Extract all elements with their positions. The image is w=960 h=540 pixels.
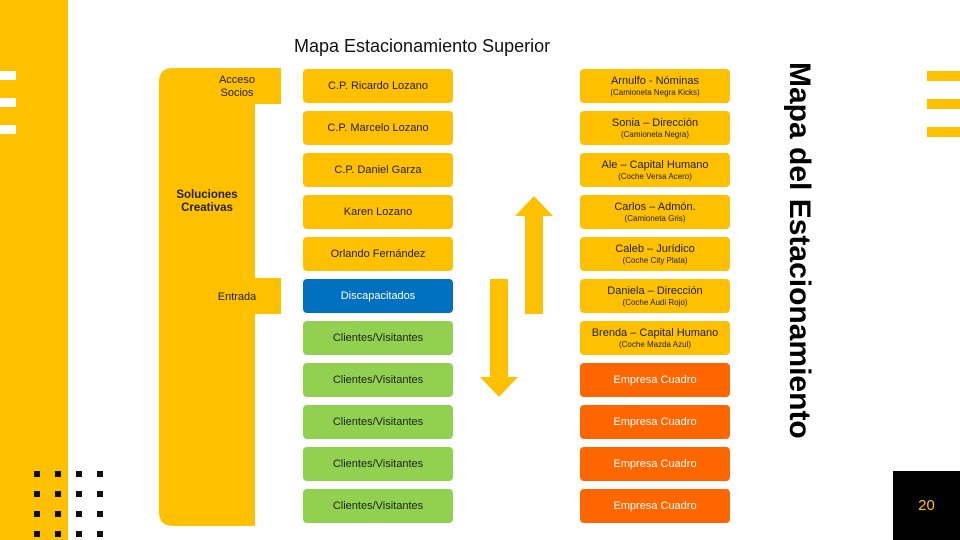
parking-spot-vehicle: (Coche City Plata) <box>622 255 688 265</box>
parking-spot: Karen Lozano <box>303 195 453 229</box>
parking-spot-label: Brenda – Capital Humano <box>591 326 719 339</box>
parking-spot: Brenda – Capital Humano (Coche Mazda Azu… <box>580 321 730 355</box>
parking-spot-vehicle: (Coche Mazda Azul) <box>618 339 692 349</box>
parking-spot-label: Daniela – Dirección <box>607 284 703 297</box>
parking-spot-vehicle: (Coche Versa Acero) <box>618 171 692 181</box>
parking-spot-company: Empresa Cuadro <box>580 447 730 481</box>
right-stripe-decoration <box>927 127 960 137</box>
vertical-title: Mapa del Estacionamiento <box>776 62 822 482</box>
building-name: Soluciones Creativas <box>176 189 238 214</box>
parking-spot: Daniela – Dirección (Coche Audi Rojo) <box>580 279 730 313</box>
left-accent-band <box>0 0 68 540</box>
parking-spot-label: Sonia – Dirección <box>611 116 699 129</box>
page-number: 20 <box>918 497 935 514</box>
parking-spot: Carlos – Admón. (Camioneta Gris) <box>580 195 730 229</box>
parking-spot-vehicle: (Camioneta Negra) <box>620 129 690 139</box>
left-stripe-decoration <box>0 125 16 134</box>
arrow-up-icon <box>515 196 553 314</box>
parking-spot: C.P. Marcelo Lozano <box>303 111 453 145</box>
parking-spot-label: Arnulfo - Nóminas <box>610 74 700 87</box>
parking-spot-handicap: Discapacitados <box>303 279 453 313</box>
parking-spot-label: Carlos – Admón. <box>614 200 696 213</box>
parking-spot: Ale – Capital Humano (Coche Versa Acero) <box>580 153 730 187</box>
parking-spot: Sonia – Dirección (Camioneta Negra) <box>580 111 730 145</box>
left-stripe-decoration <box>0 71 16 80</box>
parking-spot-label: Ale – Capital Humano <box>601 158 709 171</box>
parking-spot-vehicle: (Camioneta Gris) <box>624 213 686 223</box>
parking-spot: C.P. Ricardo Lozano <box>303 69 453 103</box>
page-number-box: 20 <box>893 471 960 540</box>
parking-spot-visitor: Clientes/Visitantes <box>303 447 453 481</box>
parking-spot: Orlando Fernández <box>303 237 453 271</box>
parking-spot-company: Empresa Cuadro <box>580 363 730 397</box>
parking-spot-visitor: Clientes/Visitantes <box>303 405 453 439</box>
parking-spot-visitor: Clientes/Visitantes <box>303 321 453 355</box>
dot-grid-decoration <box>34 471 114 540</box>
parking-spot-visitor: Clientes/Visitantes <box>303 489 453 523</box>
right-stripe-decoration <box>927 99 960 109</box>
parking-spot-vehicle: (Camioneta Negra Kicks) <box>610 87 700 97</box>
acceso-socios-label: Acceso Socios <box>218 74 256 99</box>
slide-title: Mapa Estacionamiento Superior <box>294 36 551 56</box>
left-stripe-decoration <box>0 98 16 107</box>
arrow-down-icon <box>480 279 518 397</box>
entrada-label: Entrada <box>217 291 257 303</box>
parking-spot: C.P. Daniel Garza <box>303 153 453 187</box>
building-shape <box>159 68 281 526</box>
parking-spot-visitor: Clientes/Visitantes <box>303 363 453 397</box>
parking-spot-company: Empresa Cuadro <box>580 405 730 439</box>
right-stripe-decoration <box>927 71 960 81</box>
parking-spot: Caleb – Jurídico (Coche City Plata) <box>580 237 730 271</box>
vertical-title-text: Mapa del Estacionamiento <box>783 62 816 439</box>
parking-spot-vehicle: (Coche Audi Rojo) <box>622 297 688 307</box>
parking-spot-company: Empresa Cuadro <box>580 489 730 523</box>
parking-spot-label: Caleb – Jurídico <box>615 242 695 255</box>
parking-spot: Arnulfo - Nóminas (Camioneta Negra Kicks… <box>580 69 730 103</box>
